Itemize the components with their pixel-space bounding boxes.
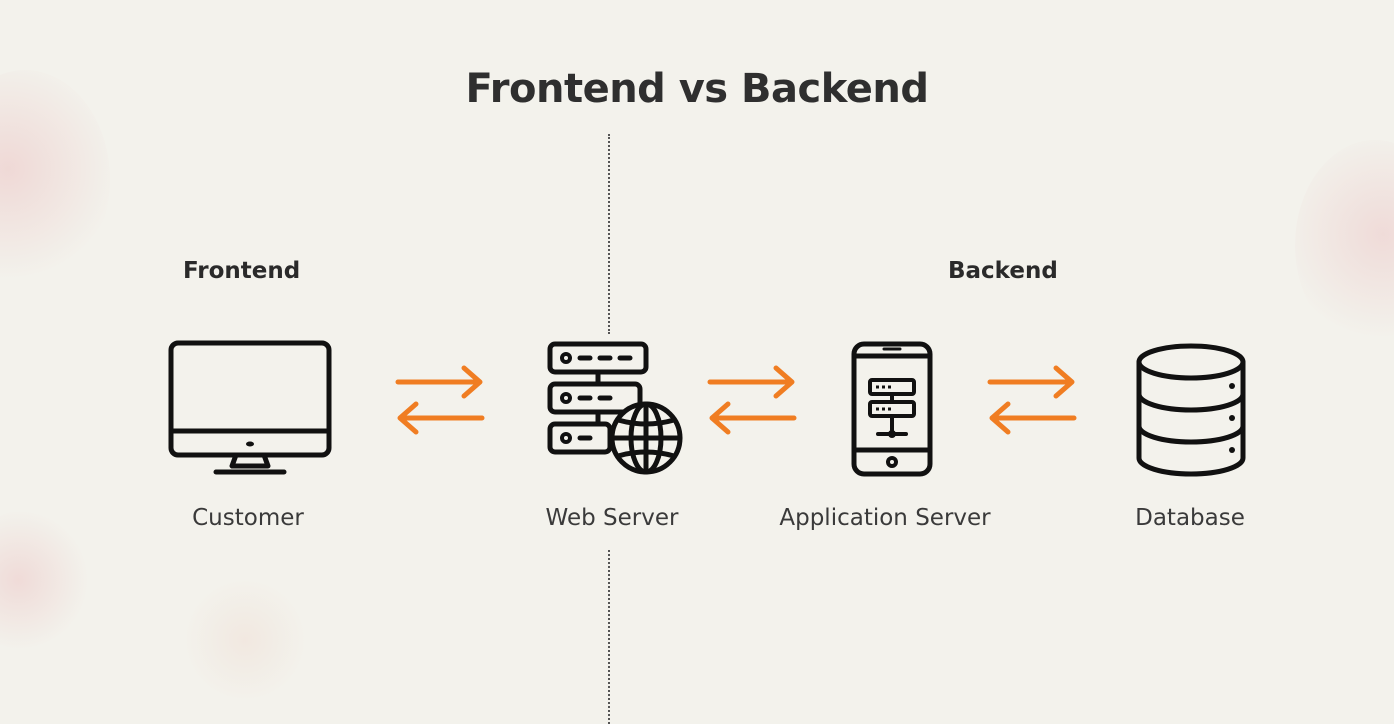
frontend-backend-divider-bottom [608,550,610,724]
mobile-app-server-icon [851,341,933,477]
appserver-database-arrows-icon [987,365,1077,435]
web-server-label: Web Server [545,505,679,531]
customer-webserver-arrows-icon [395,365,485,435]
background-blob [180,580,310,700]
frontend-backend-divider-top [608,134,610,334]
background-blob [0,510,90,650]
diagram-title: Frontend vs Backend [465,66,930,112]
backend-section-label: Backend [948,258,1058,284]
web-server-icon [547,341,683,475]
application-server-label: Application Server [779,505,991,531]
monitor-icon [168,340,332,475]
webserver-appserver-arrows-icon [707,365,797,435]
customer-label: Customer [192,505,304,531]
database-icon [1136,343,1246,477]
frontend-section-label: Frontend [183,258,301,284]
database-label: Database [1135,505,1245,531]
background-blob [1295,140,1394,350]
